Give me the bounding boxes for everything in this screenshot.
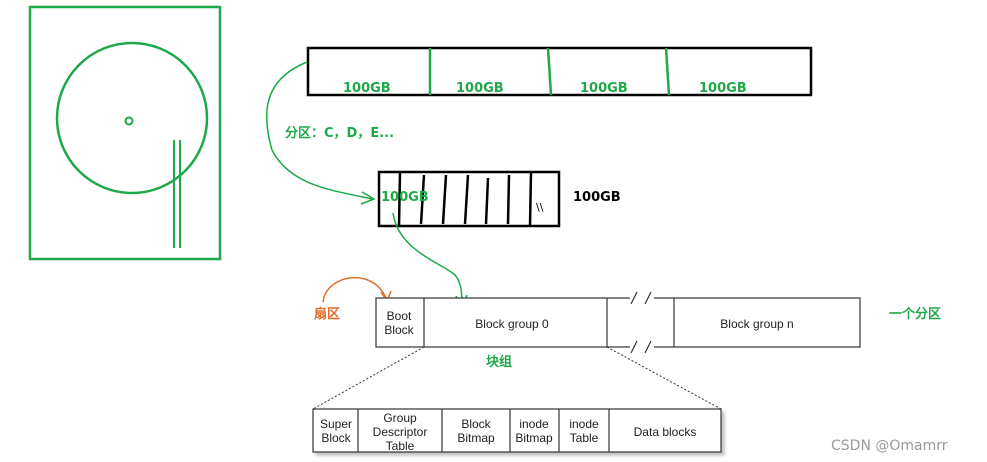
block-bitmap-label: Bitmap bbox=[457, 431, 495, 445]
block-group-label: 块组 bbox=[486, 354, 512, 370]
arrow-head bbox=[360, 191, 376, 205]
break-mark bbox=[630, 340, 638, 354]
inode-table-label: inode bbox=[569, 417, 599, 431]
data-blocks-label: Data blocks bbox=[634, 425, 697, 439]
super-block-label: Block bbox=[321, 431, 351, 445]
block-group-divider bbox=[528, 171, 533, 227]
block-group-0-label: Block group 0 bbox=[475, 317, 549, 331]
block-group-divider bbox=[484, 177, 490, 225]
block-group-detail-cells: Super Block Group Descriptor Table Block… bbox=[320, 409, 696, 453]
group-descriptor-table-label: Descriptor bbox=[373, 425, 428, 439]
inode-bitmap-label: inode bbox=[519, 417, 549, 431]
break-mark bbox=[644, 340, 652, 354]
partition-divider bbox=[664, 47, 671, 96]
block-group-divider bbox=[397, 171, 402, 227]
expansion-line-right bbox=[606, 346, 722, 410]
arrow-curve bbox=[322, 276, 387, 303]
disk-spindle bbox=[124, 116, 134, 126]
one-partition-label: 一个分区 bbox=[889, 306, 941, 322]
arrow-partition-to-detail bbox=[265, 61, 376, 205]
sector-label: 扇区 bbox=[314, 306, 340, 322]
boot-block-label-line2: Block bbox=[384, 323, 414, 337]
partition-layout-bar: Boot Block Block group 0 Block group n bbox=[375, 291, 861, 354]
watermark: CSDN @Omamrr bbox=[831, 438, 948, 454]
boot-block-label-line1: Boot bbox=[387, 309, 412, 323]
block-group-n-label: Block group n bbox=[720, 317, 793, 331]
block-group-detail-frame bbox=[312, 408, 722, 453]
block-group-divider bbox=[419, 174, 426, 225]
partition-detail-size-label: 100GB bbox=[573, 190, 621, 205]
partition-size-label: 100GB bbox=[699, 81, 747, 96]
arrow-curve bbox=[392, 212, 463, 306]
arrow-curve bbox=[265, 61, 373, 200]
block-group-divider bbox=[463, 174, 470, 225]
expansion-line-left bbox=[312, 346, 425, 410]
partition-size-label: 100GB bbox=[343, 81, 391, 96]
group-descriptor-table-label: Group bbox=[383, 411, 417, 425]
partition-ellipsis-mark: \\ bbox=[536, 201, 544, 214]
block-group-divider bbox=[441, 174, 448, 225]
disk-frame bbox=[28, 5, 222, 261]
partition-size-label: 100GB bbox=[580, 81, 628, 96]
super-block-label: Super bbox=[320, 417, 352, 431]
inode-bitmap-label: Bitmap bbox=[515, 431, 553, 445]
inode-table-label: Table bbox=[570, 431, 599, 445]
disk-partition-bar: 100GB 100GB 100GB 100GB bbox=[306, 46, 813, 97]
group-descriptor-table-label: Table bbox=[386, 439, 415, 453]
partition-detail-box: 100GB \\ bbox=[377, 170, 561, 228]
break-mark bbox=[644, 291, 652, 305]
layout-bar-frame bbox=[375, 297, 861, 348]
hard-disk-illustration bbox=[28, 5, 222, 261]
partition-size-label: 100GB bbox=[456, 81, 504, 96]
disk-platter bbox=[55, 41, 209, 195]
partition-detail-inner-label: 100GB bbox=[381, 190, 429, 205]
partition-caption: 分区：C，D，E... bbox=[285, 125, 394, 141]
partition-bar-frame bbox=[306, 46, 813, 97]
block-group-divider bbox=[506, 174, 511, 225]
break-mark bbox=[630, 291, 638, 305]
block-group-detail bbox=[312, 408, 722, 453]
partition-divider bbox=[546, 47, 553, 96]
block-bitmap-label: Block bbox=[461, 417, 491, 431]
